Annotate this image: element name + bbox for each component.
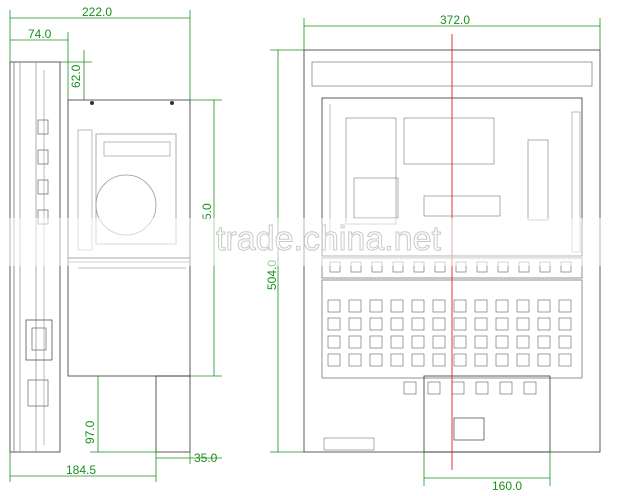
- keypad-button: [495, 335, 509, 349]
- dim-front-width: 372.0: [440, 13, 470, 27]
- keypad-button: [516, 353, 530, 367]
- keypad-button: [348, 335, 362, 349]
- dim-front-base-width: 160.0: [492, 479, 522, 493]
- keypad-button: [474, 353, 488, 367]
- keypad-button: [516, 299, 530, 313]
- keypad-button: [474, 335, 488, 349]
- keypad-button: [432, 353, 446, 367]
- keypad-button: [411, 353, 425, 367]
- keypad-button: [390, 317, 404, 331]
- keypad-button: [369, 317, 383, 331]
- dim-side-box-height: 5.0: [200, 203, 214, 220]
- keypad-button: [327, 299, 341, 313]
- watermark: trade.china.net: [216, 220, 441, 258]
- dim-front-height: 504.0: [265, 260, 279, 290]
- keypad-button: [537, 353, 551, 367]
- keypad-button: [558, 299, 572, 313]
- keypad-button: [453, 299, 467, 313]
- keypad-button: [516, 317, 530, 331]
- dim-side-top-offset: 62.0: [69, 64, 83, 88]
- side-foot: [155, 375, 191, 453]
- dim-side-lower-height: 97.0: [83, 420, 97, 444]
- dim-side-bottom-width: 184.5: [66, 463, 96, 477]
- keypad-button: [432, 299, 446, 313]
- keypad-button: [327, 335, 341, 349]
- keypad-button: [369, 335, 383, 349]
- base-row-button: [427, 381, 441, 395]
- keypad-button: [537, 317, 551, 331]
- keypad-button: [327, 353, 341, 367]
- keypad-button: [369, 299, 383, 313]
- dim-side-total-width: 222.0: [82, 5, 112, 19]
- base-row-button: [499, 381, 513, 395]
- base-row-button: [451, 381, 465, 395]
- keypad-button: [348, 353, 362, 367]
- keypad-button: [495, 353, 509, 367]
- keypad-button: [390, 353, 404, 367]
- keypad-button: [558, 317, 572, 331]
- keypad-button: [516, 335, 530, 349]
- base-row-button: [403, 381, 417, 395]
- keypad-button: [453, 353, 467, 367]
- keypad-button: [558, 335, 572, 349]
- keypad-button: [348, 299, 362, 313]
- keypad-button: [369, 353, 383, 367]
- watermark-band: [0, 218, 627, 266]
- base-row-button: [475, 381, 489, 395]
- keypad-button: [411, 299, 425, 313]
- keypad-button: [558, 353, 572, 367]
- keypad-button: [537, 299, 551, 313]
- keypad-button: [390, 299, 404, 313]
- keypad-button: [432, 335, 446, 349]
- side-chassis-lower: [67, 257, 191, 377]
- base-row-button: [523, 381, 537, 395]
- dim-side-foot-width: 35.0: [194, 451, 218, 465]
- keypad-button: [411, 335, 425, 349]
- keypad-button: [495, 299, 509, 313]
- keypad-button: [348, 317, 362, 331]
- keypad-button: [453, 335, 467, 349]
- keypad-button: [495, 317, 509, 331]
- dim-side-bezel-width: 74.0: [28, 27, 52, 41]
- front-keypad-buttons: [327, 261, 572, 395]
- keypad-button: [537, 335, 551, 349]
- front-base: [423, 375, 551, 453]
- keypad-button: [411, 317, 425, 331]
- keypad-button: [474, 299, 488, 313]
- keypad-button: [453, 317, 467, 331]
- keypad-button: [390, 335, 404, 349]
- keypad-button: [327, 317, 341, 331]
- keypad-button: [474, 317, 488, 331]
- keypad-button: [432, 317, 446, 331]
